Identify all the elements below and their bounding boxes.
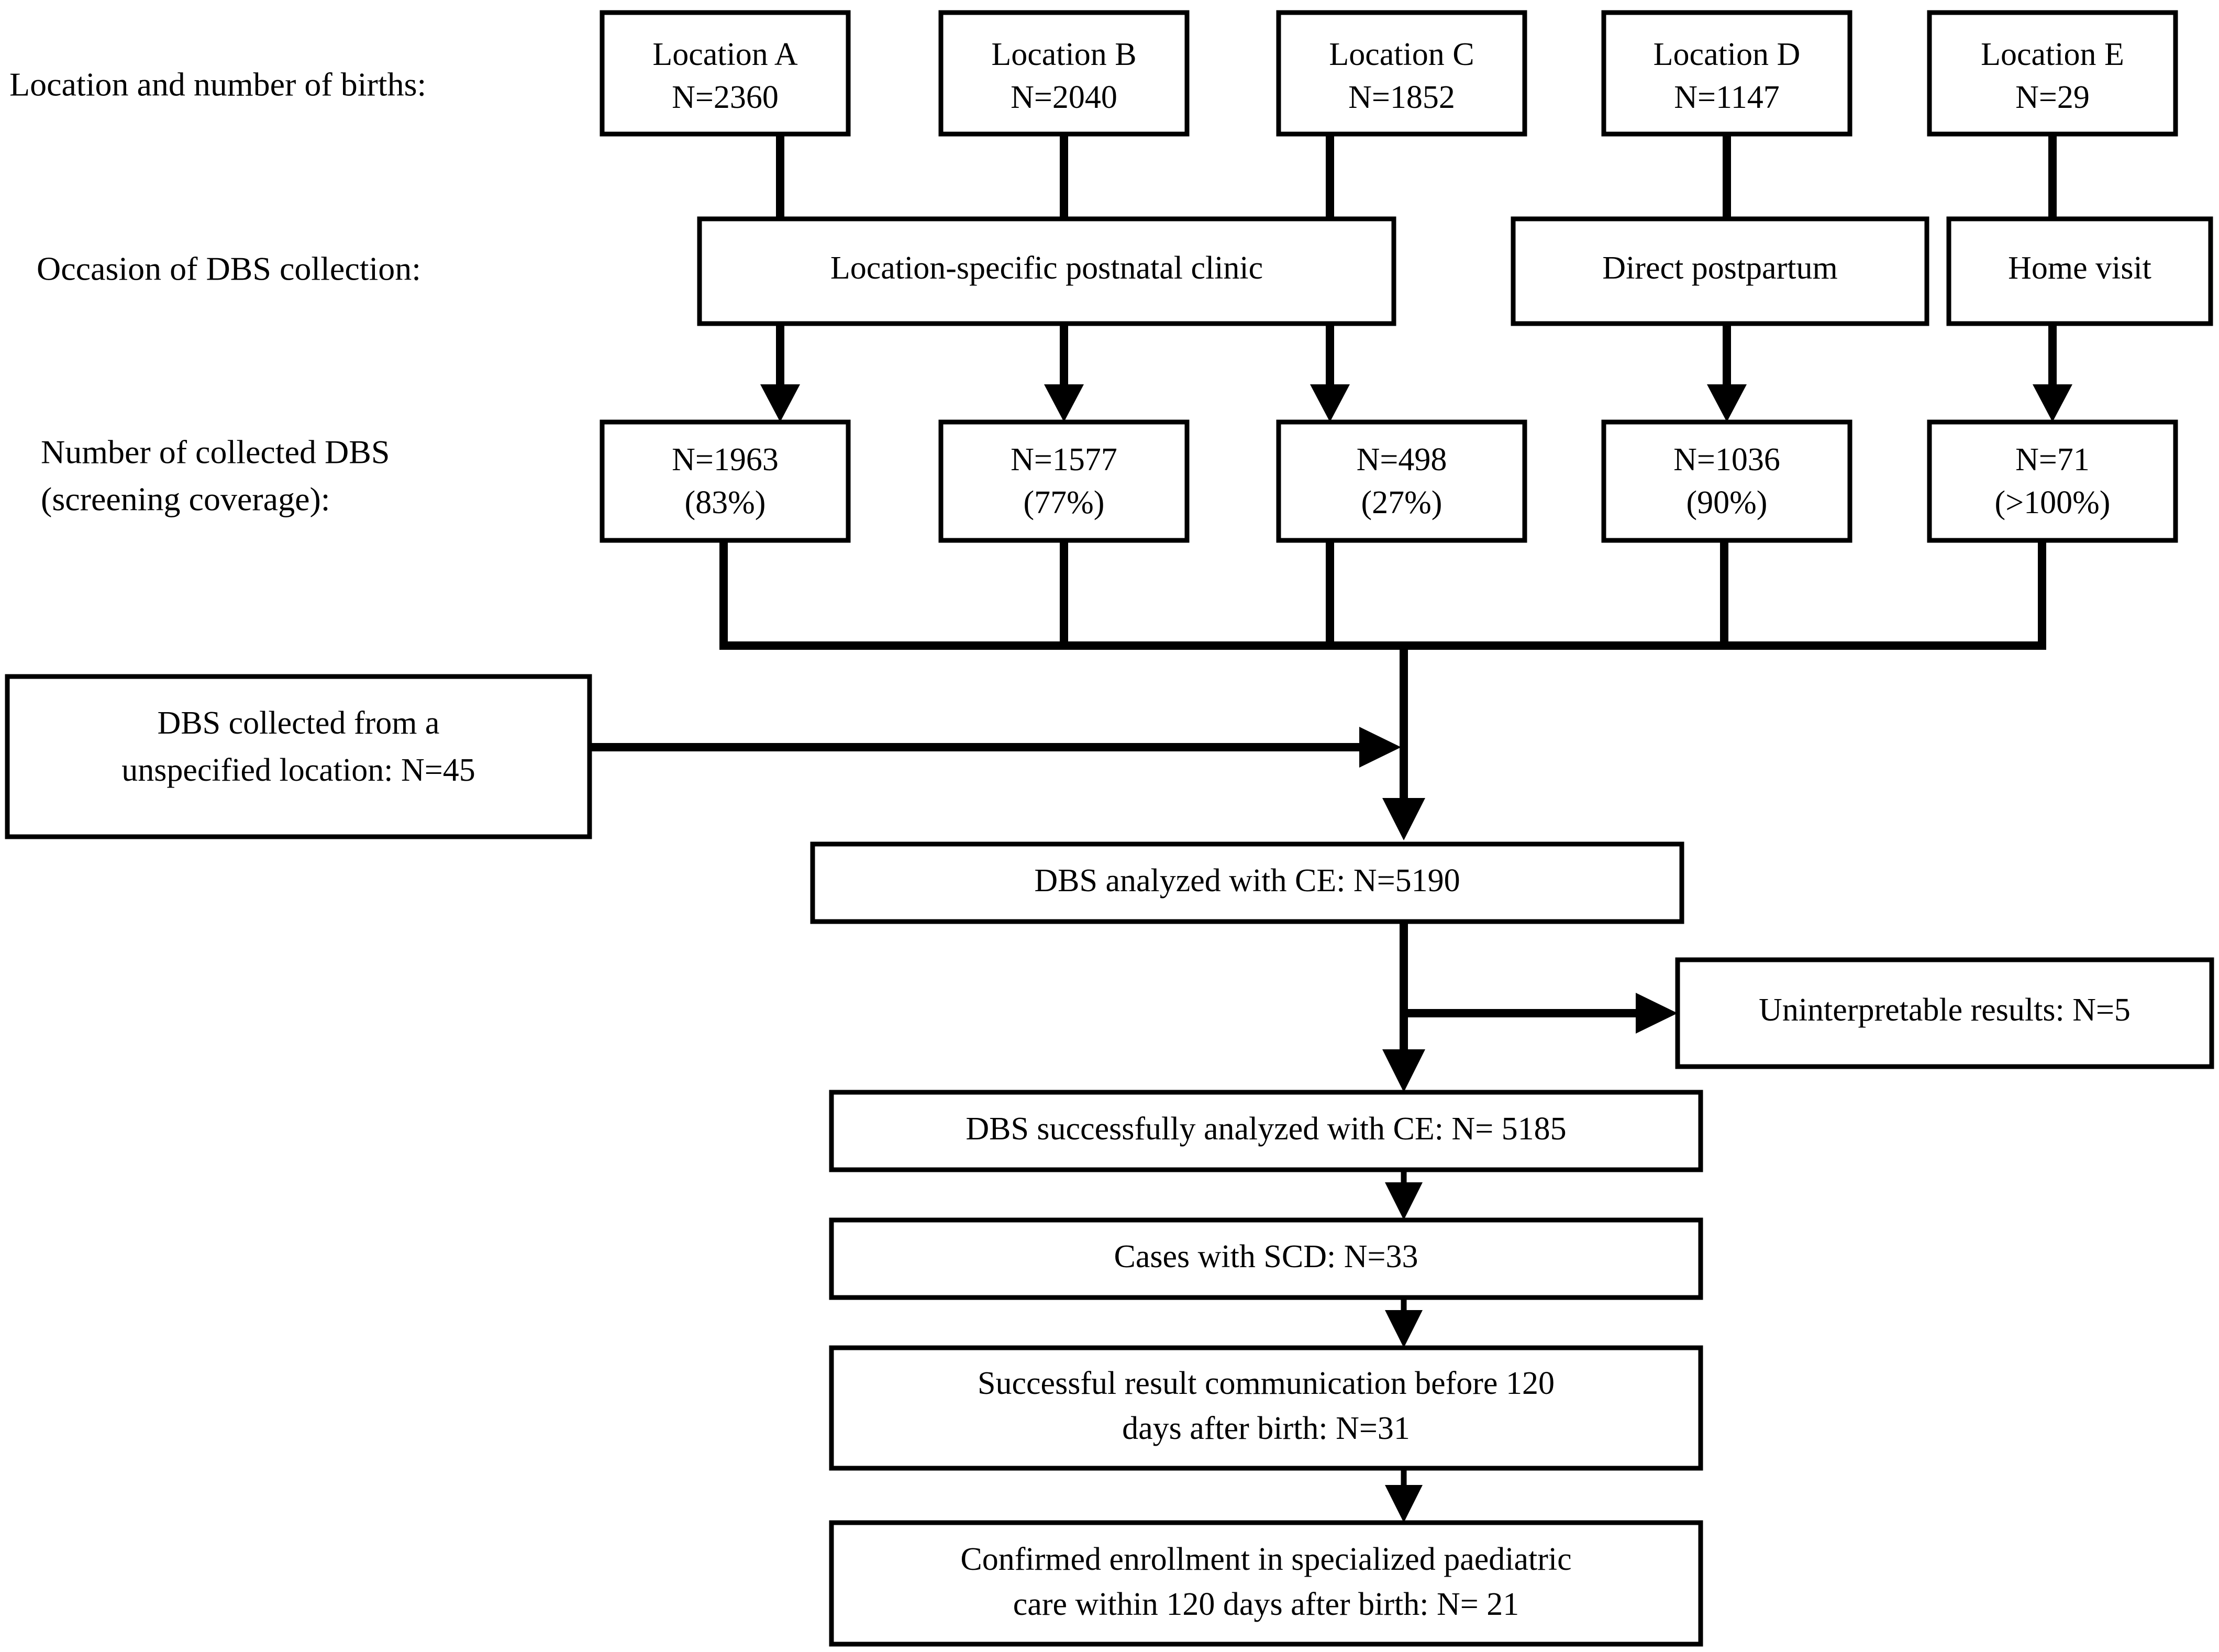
- occasion-box-direct-postpartum-label: Direct postpartum: [1602, 250, 1837, 286]
- occasion-box-postnatal-clinic-label: Location-specific postnatal clinic: [830, 250, 1263, 286]
- collected-box-b-n: N=1577: [1011, 442, 1117, 478]
- occasion-box-home-visit[interactable]: Home visit: [1946, 216, 2213, 326]
- birth-box-c[interactable]: Location C N=1852: [1276, 10, 1527, 137]
- arrowhead-collected-e: [2033, 384, 2072, 422]
- birth-box-d[interactable]: Location D N=1147: [1601, 10, 1852, 137]
- arrowhead-into-scd: [1385, 1182, 1423, 1220]
- chain-box-dbs-analyzed[interactable]: DBS analyzed with CE: N=5190: [810, 841, 1684, 924]
- birth-box-b-n: N=2040: [1011, 80, 1117, 115]
- birth-box-d-n: N=1147: [1674, 80, 1779, 115]
- arrowhead-into-dbs-successful: [1382, 1049, 1425, 1092]
- collected-box-c-n: N=498: [1357, 442, 1447, 478]
- arrowhead-collected-b: [1044, 384, 1084, 422]
- occasion-box-home-visit-label: Home visit: [2008, 250, 2151, 286]
- row-label-collected-line2: (screening coverage):: [41, 481, 330, 518]
- collected-box-c-coverage: (27%): [1361, 485, 1443, 520]
- birth-box-e[interactable]: Location E N=29: [1927, 10, 2178, 137]
- chain-box-cases-scd[interactable]: Cases with SCD: N=33: [829, 1217, 1703, 1300]
- collected-box-a[interactable]: N=1963 (83%): [600, 419, 851, 543]
- arrowhead-into-enrollment: [1385, 1485, 1423, 1523]
- chain-box-result-communication-line2: days after birth: N=31: [1122, 1411, 1410, 1446]
- uninterpretable-results-label: Uninterpretable results: N=5: [1759, 992, 2131, 1028]
- arrowhead-collected-c: [1310, 384, 1350, 422]
- birth-box-b-name: Location B: [991, 37, 1136, 72]
- chain-box-dbs-analyzed-label: DBS analyzed with CE: N=5190: [1034, 863, 1460, 899]
- collected-box-b-coverage: (77%): [1024, 485, 1105, 520]
- chain-box-dbs-successful-label: DBS successfully analyzed with CE: N= 51…: [966, 1111, 1566, 1147]
- collected-box-a-n: N=1963: [672, 442, 779, 478]
- arrowhead-collected-d: [1707, 384, 1747, 422]
- collected-box-e-coverage: (>100%): [1995, 485, 2111, 520]
- collected-box-d[interactable]: N=1036 (90%): [1601, 419, 1852, 543]
- chain-box-result-communication-line1: Successful result communication before 1…: [978, 1366, 1555, 1401]
- birth-box-a-n: N=2360: [672, 80, 779, 115]
- occasion-box-postnatal-clinic[interactable]: Location-specific postnatal clinic: [697, 216, 1396, 326]
- row-label-births: Location and number of births:: [9, 66, 426, 103]
- arrowhead-into-uninterpretable: [1636, 993, 1678, 1034]
- collected-box-e-n: N=71: [2015, 442, 2090, 478]
- birth-box-d-name: Location D: [1654, 37, 1801, 72]
- unspecified-location-box[interactable]: DBS collected from a unspecified locatio…: [5, 674, 592, 839]
- chain-box-confirmed-enrollment[interactable]: Confirmed enrollment in specialized paed…: [829, 1520, 1703, 1647]
- chain-box-confirmed-enrollment-line2: care within 120 days after birth: N= 21: [1013, 1587, 1519, 1622]
- collected-box-c[interactable]: N=498 (27%): [1276, 419, 1527, 543]
- collected-box-a-coverage: (83%): [685, 485, 766, 520]
- arrowhead-into-communication: [1385, 1310, 1423, 1348]
- birth-box-a-name: Location A: [652, 37, 797, 72]
- row-label-occasion: Occasion of DBS collection:: [37, 250, 421, 287]
- uninterpretable-results-box[interactable]: Uninterpretable results: N=5: [1675, 957, 2214, 1069]
- birth-box-e-name: Location E: [1981, 37, 2124, 72]
- unspecified-location-line1: DBS collected from a: [158, 705, 440, 741]
- arrowhead-collected-a: [760, 384, 800, 422]
- collected-box-b[interactable]: N=1577 (77%): [938, 419, 1190, 543]
- arrowhead-into-dbs-analyzed: [1382, 798, 1425, 840]
- chain-box-cases-scd-label: Cases with SCD: N=33: [1114, 1239, 1418, 1274]
- birth-box-c-n: N=1852: [1348, 80, 1455, 115]
- birth-box-c-name: Location C: [1329, 37, 1474, 72]
- occasion-box-direct-postpartum[interactable]: Direct postpartum: [1511, 216, 1929, 326]
- row-label-collected-line1: Number of collected DBS: [41, 434, 390, 471]
- arrowhead-unspecified-into-trunk: [1359, 727, 1401, 768]
- birth-box-a[interactable]: Location A N=2360: [600, 10, 851, 137]
- collected-box-e[interactable]: N=71 (>100%): [1927, 419, 2178, 543]
- chain-box-confirmed-enrollment-line1: Confirmed enrollment in specialized paed…: [960, 1542, 1571, 1577]
- birth-box-b[interactable]: Location B N=2040: [938, 10, 1190, 137]
- chain-box-result-communication[interactable]: Successful result communication before 1…: [829, 1345, 1703, 1471]
- chain-box-dbs-successful[interactable]: DBS successfully analyzed with CE: N= 51…: [829, 1090, 1703, 1172]
- birth-box-e-n: N=29: [2015, 80, 2090, 115]
- unspecified-location-line2: unspecified location: N=45: [121, 752, 475, 788]
- collected-box-d-coverage: (90%): [1687, 485, 1768, 520]
- collected-box-d-n: N=1036: [1673, 442, 1780, 478]
